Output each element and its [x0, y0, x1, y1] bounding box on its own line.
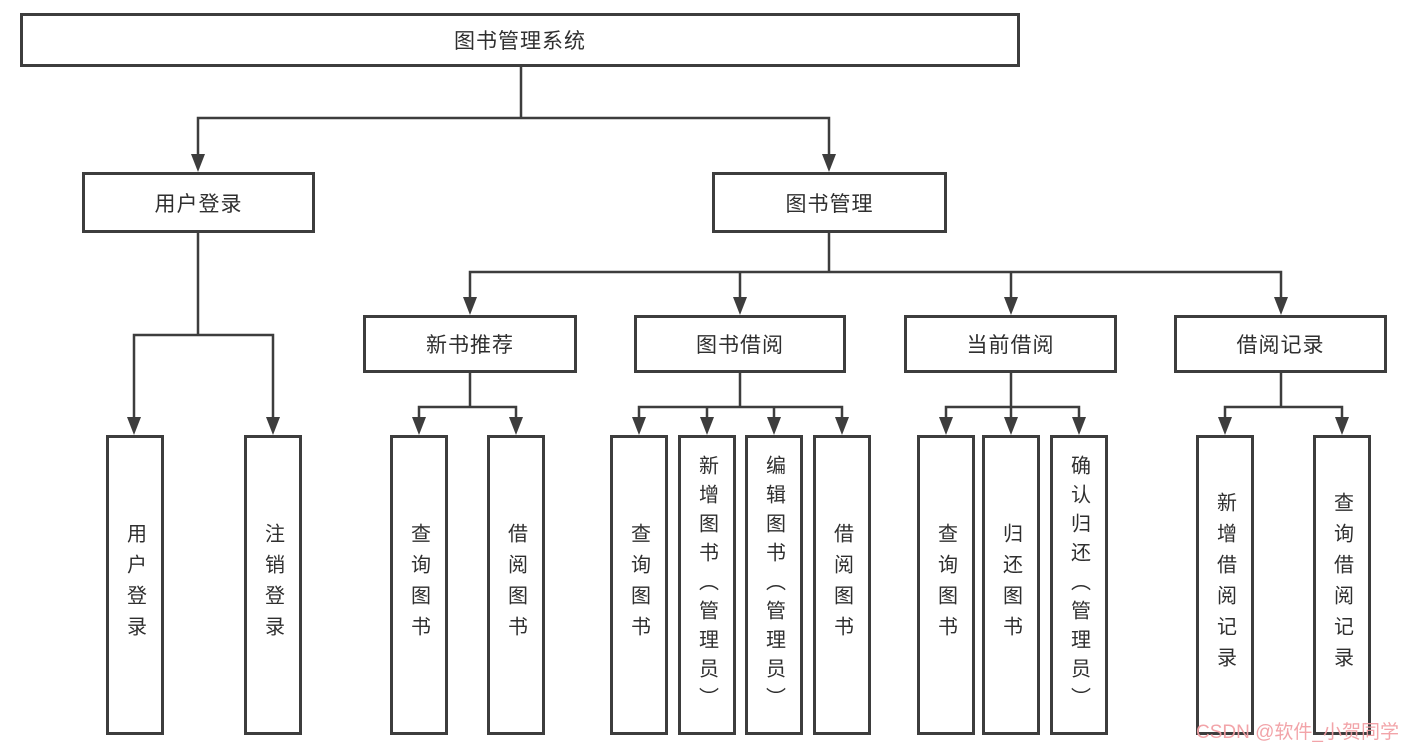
- csdn-watermark: CSDN @软件_小贺同学: [1196, 722, 1399, 743]
- leaf-current-query-books: 查询图书: [917, 435, 975, 735]
- node-current-borrow: 当前借阅: [904, 315, 1117, 373]
- node-book-borrow: 图书借阅: [634, 315, 846, 373]
- node-new-book-recommend: 新书推荐: [363, 315, 577, 373]
- leaf-borrow-add-books-admin: 新增图书（管理员）: [678, 435, 736, 735]
- leaf-user-login: 用户登录: [106, 435, 164, 735]
- node-root: 图书管理系统: [20, 13, 1020, 67]
- leaf-records-query-record: 查询借阅记录: [1313, 435, 1371, 735]
- leaf-current-return-books: 归还图书: [982, 435, 1040, 735]
- leaf-borrow-borrow-books: 借阅图书: [813, 435, 871, 735]
- node-user-login: 用户登录: [82, 172, 315, 233]
- leaf-records-add-record: 新增借阅记录: [1196, 435, 1254, 735]
- leaf-current-confirm-return-admin: 确认归还（管理员）: [1050, 435, 1108, 735]
- leaf-borrow-query-books: 查询图书: [610, 435, 668, 735]
- leaf-borrow-edit-books-admin: 编辑图书（管理员）: [745, 435, 803, 735]
- leaf-recommend-borrow-books: 借阅图书: [487, 435, 545, 735]
- node-book-management: 图书管理: [712, 172, 947, 233]
- leaf-recommend-query-books: 查询图书: [390, 435, 448, 735]
- leaf-logout-login: 注销登录: [244, 435, 302, 735]
- node-borrow-records: 借阅记录: [1174, 315, 1387, 373]
